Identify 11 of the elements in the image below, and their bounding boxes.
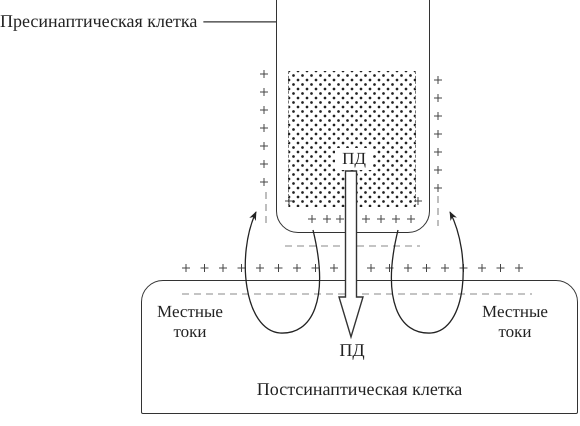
signal-arrow <box>338 170 364 340</box>
cell-label: ПД <box>332 341 372 361</box>
signal-label: ПД <box>335 148 373 170</box>
vesicle-area <box>288 71 416 207</box>
current-label: Местные токи <box>156 302 224 343</box>
current-label: Местные токи <box>481 302 549 343</box>
cell-label: Пресинаптическая клетка <box>0 12 198 32</box>
postsynaptic-cell <box>141 280 578 414</box>
cell-label: Постсинаптическая клетка <box>256 379 464 400</box>
leader-line <box>203 21 276 23</box>
presynaptic-cell <box>276 0 430 233</box>
